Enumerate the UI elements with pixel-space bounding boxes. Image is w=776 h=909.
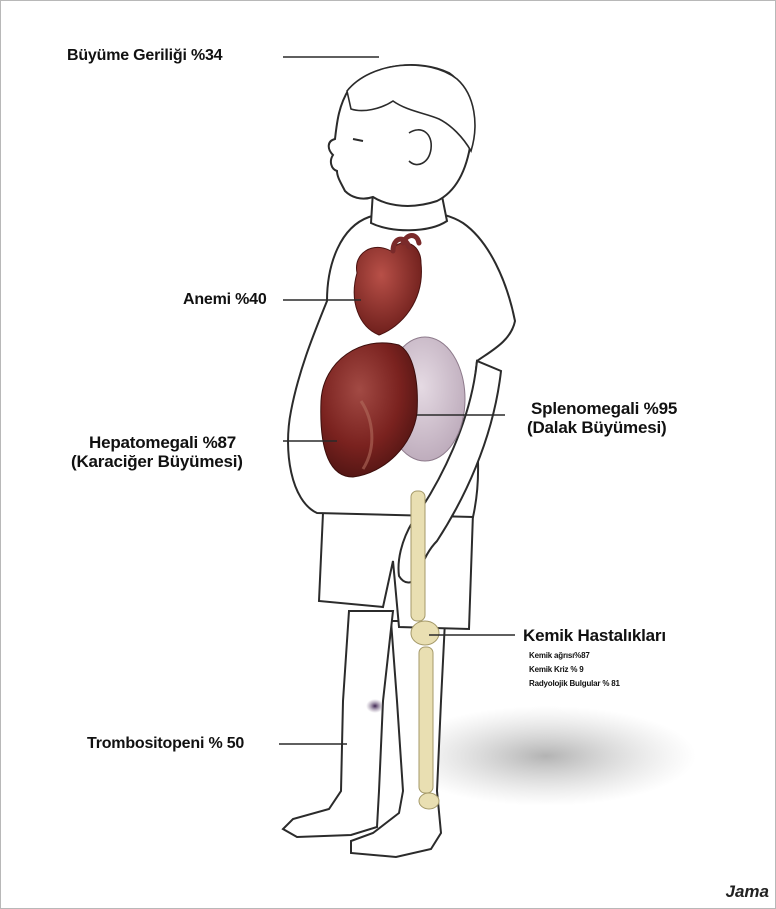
bone-disease-details: Kemik ağrısı%87 Kemik Kriz % 9 Radyoloji… (529, 649, 620, 691)
shorts (319, 513, 473, 629)
left-leg (283, 611, 393, 837)
bruise-mark (366, 699, 384, 713)
ear (409, 130, 431, 165)
hepatomegaly-title: Hepatomegali %87 (89, 433, 243, 452)
bone-detail-item: Kemik ağrısı%87 (529, 649, 620, 663)
label-anemia: Anemi %40 (183, 291, 267, 309)
splenomegaly-title: Splenomegali %95 (531, 399, 677, 418)
label-bone-disease: Kemik Hastalıkları (523, 626, 666, 645)
source-credit: Jama (726, 882, 769, 902)
bone-detail-item: Kemik Kriz % 9 (529, 663, 620, 677)
label-growth-retardation: Büyüme Geriliği %34 (67, 47, 222, 65)
label-hepatomegaly: Hepatomegali %87 (Karaciğer Büyümesi) (89, 433, 243, 471)
label-thrombocytopenia: Trombositopeni % 50 (87, 735, 244, 753)
bone-detail-item: Radyolojik Bulgular % 81 (529, 677, 620, 691)
hepatomegaly-note: (Karaciğer Büyümesi) (71, 452, 243, 471)
label-splenomegaly: Splenomegali %95 (Dalak Büyümesi) (531, 399, 677, 437)
splenomegaly-note: (Dalak Büyümesi) (527, 418, 677, 437)
